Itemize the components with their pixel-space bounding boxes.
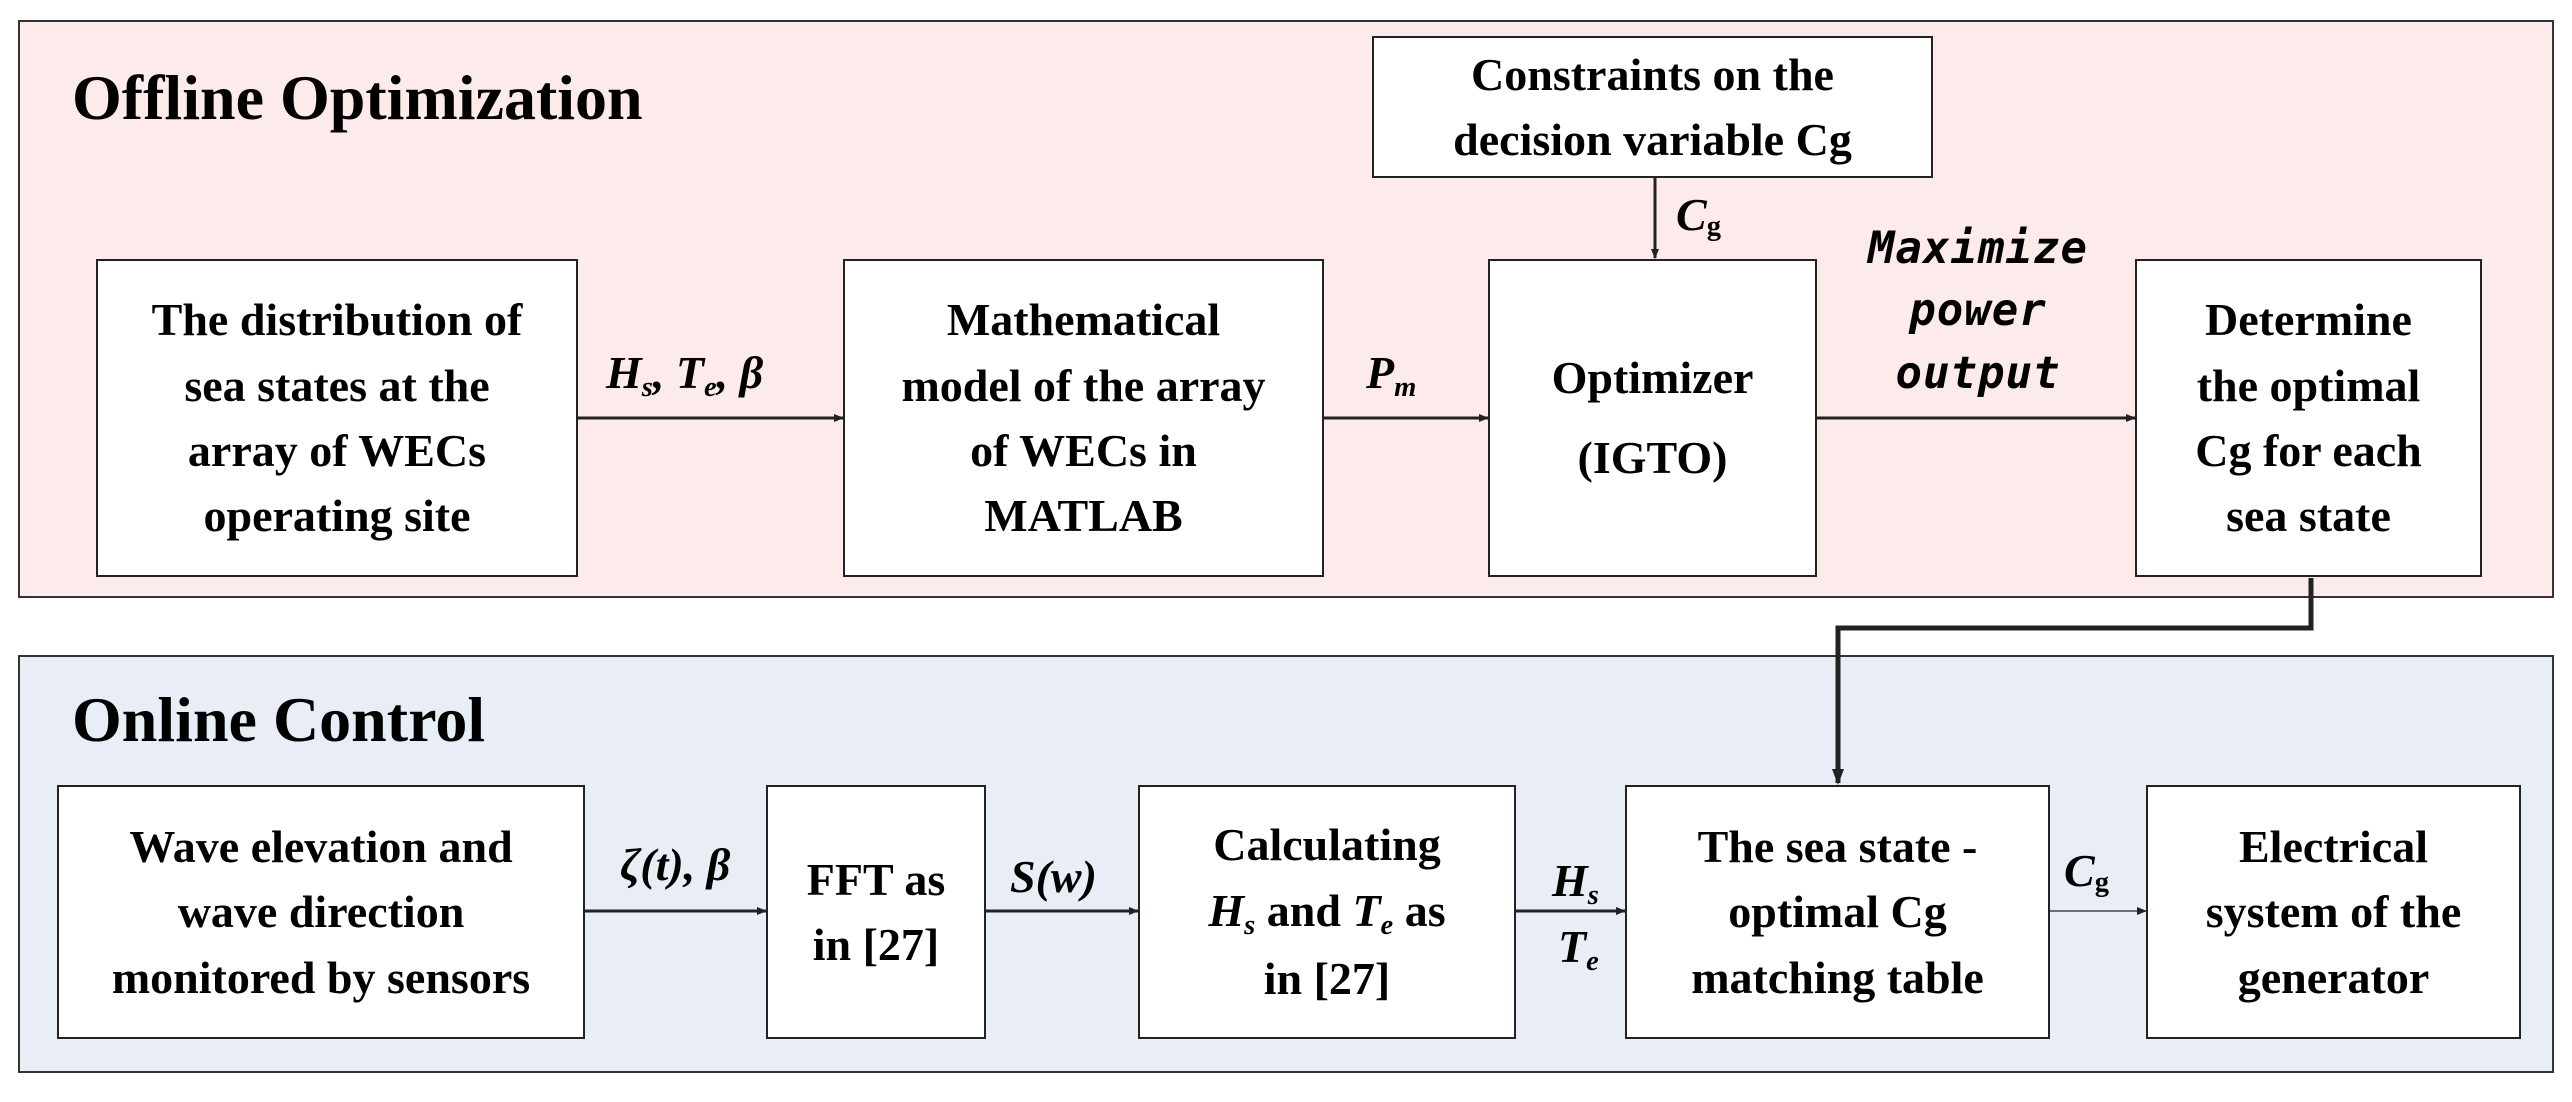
optimizer-box: Optimizer (IGTO) bbox=[1488, 259, 1817, 577]
cg-label-online: Cg bbox=[2064, 845, 2109, 899]
constraints-box: Constraints on the decision variable Cg bbox=[1372, 36, 1933, 178]
arrow-determine-to-table bbox=[1832, 578, 2314, 785]
cg-label-offline: Cg bbox=[1676, 189, 1721, 243]
spectrum-label: S(w) bbox=[1010, 851, 1097, 902]
pm-label: Pm bbox=[1366, 347, 1417, 403]
online-control-title: Online Control bbox=[72, 684, 486, 755]
sea-state-distribution-box: The distribution of sea states at the ar… bbox=[96, 259, 578, 577]
hs-te-beta-label: Hs, Te, β bbox=[606, 347, 764, 403]
wave-sensors-box: Wave elevation and wave direction monito… bbox=[57, 785, 585, 1039]
calc-hs-te-box: Calculating Hs and Te as in [27] bbox=[1138, 785, 1516, 1039]
hs-label-online: Hs bbox=[1552, 855, 1599, 911]
matching-table-box: The sea state - optimal Cg matching tabl… bbox=[1625, 785, 2050, 1039]
te-label-online: Te bbox=[1558, 921, 1599, 977]
wec-model-box: Mathematical model of the array of WECs … bbox=[843, 259, 1324, 577]
optimal-cg-box: Determine the optimal Cg for each sea st… bbox=[2135, 259, 2482, 577]
electrical-system-box: Electrical system of the generator bbox=[2146, 785, 2521, 1039]
offline-optimization-title: Offline Optimization bbox=[72, 62, 643, 133]
maximize-power-label: Maximize power output bbox=[1868, 223, 2088, 399]
zeta-beta-label: ζ(t), β bbox=[620, 839, 731, 890]
fft-box: FFT as in [27] bbox=[766, 785, 986, 1039]
